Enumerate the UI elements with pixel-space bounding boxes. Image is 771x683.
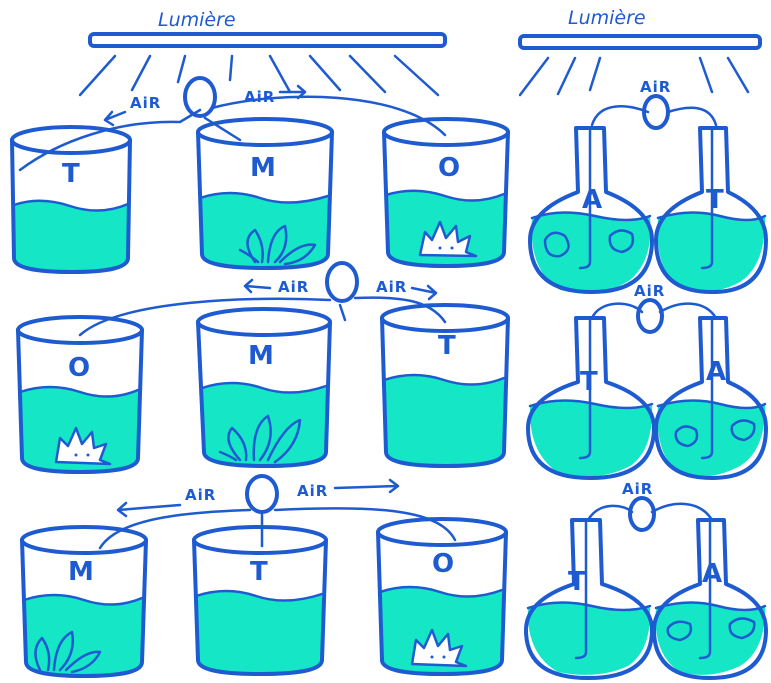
air-label: AiR bbox=[640, 78, 671, 96]
setup-row-3: AiR AiR M T O bbox=[22, 476, 506, 676]
flask-label: A bbox=[702, 559, 722, 589]
jar-label: M bbox=[68, 557, 94, 587]
air-pump-2 bbox=[327, 263, 357, 301]
light-label-right: Lumière bbox=[568, 7, 646, 29]
air-label: AiR bbox=[376, 278, 407, 296]
air-label: AiR bbox=[244, 88, 275, 106]
jar-control: T bbox=[194, 527, 326, 674]
flask-pair-2: AiR T A bbox=[528, 282, 766, 478]
flask-control: T bbox=[526, 520, 652, 678]
jar-label: T bbox=[62, 159, 80, 189]
flask-animal: A bbox=[654, 520, 766, 678]
air-label: AiR bbox=[622, 480, 653, 498]
jar-label: M bbox=[250, 153, 276, 183]
flask-control: T bbox=[528, 318, 654, 478]
jar-label: M bbox=[248, 341, 274, 371]
air-label: AiR bbox=[130, 94, 161, 112]
jar-label: O bbox=[68, 353, 90, 383]
flask-control: T bbox=[656, 128, 766, 292]
flask-label: T bbox=[580, 367, 598, 397]
air-pump-5 bbox=[638, 300, 662, 332]
flask-label: A bbox=[706, 357, 726, 387]
jar-label: T bbox=[250, 557, 268, 587]
jar-label: O bbox=[438, 153, 460, 183]
air-label: AiR bbox=[185, 486, 216, 504]
jar-plant: M bbox=[198, 309, 330, 466]
light-rays-right bbox=[520, 58, 748, 95]
jar-control: T bbox=[12, 127, 130, 272]
flask-animal: A bbox=[530, 128, 652, 293]
jar-animal: O bbox=[18, 317, 142, 472]
flask-pair-1: AiR A T bbox=[530, 78, 766, 293]
flask-animal: A bbox=[656, 318, 766, 478]
air-label: AiR bbox=[634, 282, 665, 300]
flask-pair-3: AiR T A bbox=[526, 480, 766, 678]
flask-label: T bbox=[568, 567, 586, 597]
setup-row-2: AiR AiR O M bbox=[18, 263, 508, 472]
air-pump-6 bbox=[630, 498, 654, 530]
flask-label: A bbox=[582, 185, 602, 215]
light-source-left: Lumière bbox=[80, 9, 445, 95]
jar-animal: O bbox=[378, 519, 506, 674]
flask-label: T bbox=[706, 185, 724, 215]
setup-row-1: AiR AiR T M bbox=[12, 78, 508, 272]
jar-label: T bbox=[438, 331, 456, 361]
jar-animal: O bbox=[384, 119, 508, 266]
air-pump-3 bbox=[247, 476, 277, 512]
jar-plant: M bbox=[22, 527, 146, 676]
light-label-left: Lumière bbox=[158, 9, 236, 31]
air-label: AiR bbox=[278, 278, 309, 296]
air-label: AiR bbox=[297, 482, 328, 500]
jar-label: O bbox=[432, 549, 454, 579]
jar-plant: M bbox=[198, 119, 332, 268]
jar-control: T bbox=[382, 305, 508, 466]
